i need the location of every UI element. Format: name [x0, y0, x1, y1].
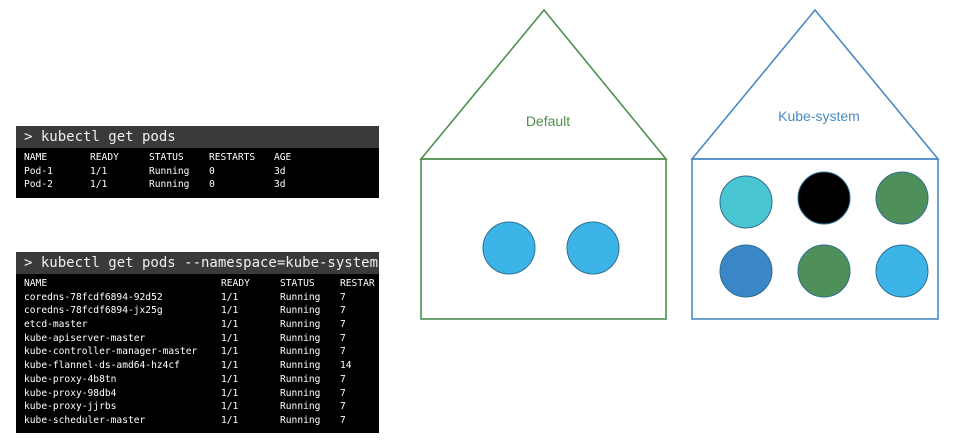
table-row: Pod-1 1/1 Running 0 3d — [24, 165, 379, 179]
pod-circle — [875, 171, 929, 225]
column-header: RESTARTS — [209, 152, 256, 163]
pod-status: Running — [280, 387, 321, 399]
pod-name: kube-proxy-jjrbs — [24, 401, 117, 413]
namespace-label-kube-system: Kube-system — [778, 108, 860, 124]
house-roof-default — [419, 8, 668, 160]
command-line: > kubectl get pods --namespace=kube-syst… — [16, 252, 379, 274]
column-header: NAME — [24, 152, 48, 163]
namespace-default: Default — [419, 8, 668, 320]
table-row: kube-scheduler-master 1/1 Running 7 — [24, 414, 379, 428]
pod-circle — [566, 221, 620, 275]
pod-name: coredns-78fcdf6894-jx25g — [24, 305, 163, 317]
pod-ready: 1/1 — [221, 401, 239, 413]
pod-status: Running — [280, 360, 321, 372]
pod-restarts: 7 — [340, 387, 346, 399]
pod-circle — [875, 244, 929, 298]
pod-ready: 1/1 — [221, 360, 239, 372]
terminal-default-pods: > kubectl get pods NAME READY STATUS RES… — [16, 126, 379, 198]
namespace-kube-system: Kube-system — [690, 8, 940, 320]
pod-name: coredns-78fcdf6894-92d52 — [24, 291, 163, 303]
pod-ready: 1/1 — [221, 414, 239, 426]
table-row: kube-proxy-98db4 1/1 Running 7 — [24, 387, 379, 401]
pod-name: kube-flannel-ds-amd64-hz4cf — [24, 360, 180, 372]
pod-name: kube-controller-manager-master — [24, 346, 198, 358]
table-row: kube-proxy-4b8tn 1/1 Running 7 — [24, 373, 379, 387]
pod-status: Running — [149, 179, 190, 191]
pod-restarts: 7 — [340, 319, 346, 331]
pod-restarts: 0 — [209, 165, 215, 177]
pod-name: Pod-2 — [24, 179, 53, 191]
table-row: kube-apiserver-master 1/1 Running 7 — [24, 332, 379, 346]
pod-restarts: 7 — [340, 346, 346, 358]
pod-restarts: 0 — [209, 179, 215, 191]
pod-restarts: 7 — [340, 291, 346, 303]
pod-status: Running — [280, 401, 321, 413]
output-table: NAME READY STATUS RESTAR coredns-78fcdf6… — [16, 274, 379, 428]
house-body-default — [420, 158, 667, 320]
pod-name: kube-apiserver-master — [24, 332, 146, 344]
pod-circle — [797, 244, 851, 298]
pod-circle — [719, 175, 773, 229]
pod-ready: 1/1 — [221, 305, 239, 317]
namespace-label-default: Default — [526, 113, 570, 129]
pod-ready: 1/1 — [90, 179, 108, 191]
column-header: READY — [221, 278, 250, 289]
pods-kube-system — [719, 171, 929, 298]
pod-status: Running — [280, 414, 321, 426]
table-row: kube-controller-manager-master 1/1 Runni… — [24, 345, 379, 359]
pod-ready: 1/1 — [90, 165, 108, 177]
table-row: coredns-78fcdf6894-jx25g 1/1 Running 7 — [24, 304, 379, 318]
column-header: NAME — [24, 278, 48, 289]
table-row: kube-proxy-jjrbs 1/1 Running 7 — [24, 400, 379, 414]
pod-restarts: 7 — [340, 401, 346, 413]
house-roof-kube-system — [690, 8, 940, 160]
pod-name: kube-proxy-4b8tn — [24, 373, 117, 385]
pod-restarts: 14 — [340, 360, 352, 372]
pod-restarts: 7 — [340, 373, 346, 385]
output-table: NAME READY STATUS RESTARTS AGE Pod-1 1/1… — [16, 148, 379, 192]
pod-name: Pod-1 — [24, 165, 53, 177]
pod-restarts: 7 — [340, 332, 346, 344]
table-row: etcd-master 1/1 Running 7 — [24, 318, 379, 332]
pod-ready: 1/1 — [221, 373, 239, 385]
table-row: kube-flannel-ds-amd64-hz4cf 1/1 Running … — [24, 359, 379, 373]
pod-status: Running — [280, 373, 321, 385]
column-header: STATUS — [149, 152, 184, 163]
table-row: coredns-78fcdf6894-92d52 1/1 Running 7 — [24, 291, 379, 305]
column-header: AGE — [274, 152, 292, 163]
pod-status: Running — [280, 291, 321, 303]
pod-status: Running — [280, 319, 321, 331]
column-header: READY — [90, 152, 119, 163]
pod-circle — [482, 221, 536, 275]
pod-ready: 1/1 — [221, 387, 239, 399]
house-body-kube-system — [691, 158, 939, 320]
pod-status: Running — [280, 346, 321, 358]
pod-restarts: 7 — [340, 414, 346, 426]
pod-status: Running — [149, 165, 190, 177]
table-row: Pod-2 1/1 Running 0 3d — [24, 178, 379, 192]
pod-age: 3d — [274, 165, 286, 177]
terminal-kube-system-pods: > kubectl get pods --namespace=kube-syst… — [16, 252, 379, 433]
pod-ready: 1/1 — [221, 319, 239, 331]
pod-status: Running — [280, 332, 321, 344]
pod-age: 3d — [274, 179, 286, 191]
pod-ready: 1/1 — [221, 332, 239, 344]
pod-ready: 1/1 — [221, 346, 239, 358]
pods-default — [482, 221, 620, 275]
pod-name: kube-proxy-98db4 — [24, 387, 117, 399]
pod-ready: 1/1 — [221, 291, 239, 303]
pod-restarts: 7 — [340, 305, 346, 317]
pod-circle — [797, 171, 851, 225]
pod-name: etcd-master — [24, 319, 88, 331]
column-header: RESTAR — [340, 278, 375, 289]
table-header-row: NAME READY STATUS RESTAR — [24, 277, 379, 291]
command-line: > kubectl get pods — [16, 126, 379, 148]
pod-circle — [719, 244, 773, 298]
pod-status: Running — [280, 305, 321, 317]
column-header: STATUS — [280, 278, 315, 289]
pod-name: kube-scheduler-master — [24, 414, 146, 426]
table-header-row: NAME READY STATUS RESTARTS AGE — [24, 151, 379, 165]
